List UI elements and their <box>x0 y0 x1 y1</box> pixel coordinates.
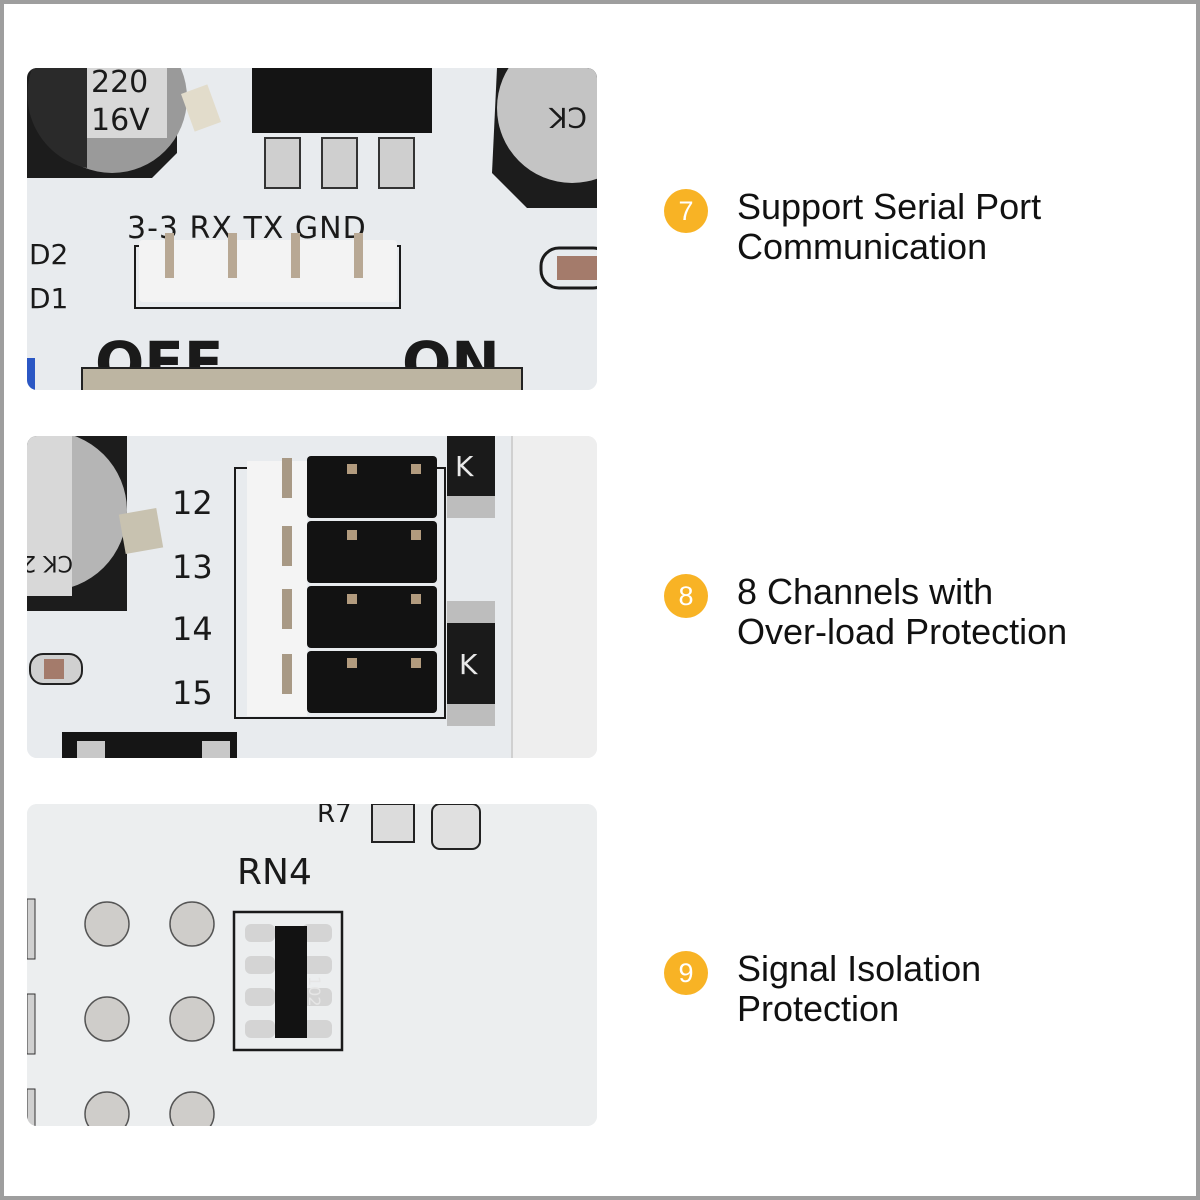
channel-13: 13 <box>172 548 213 586</box>
capacitor-right <box>497 68 597 183</box>
feature-title: 8 Channels with Over-load Protection <box>737 572 1067 652</box>
feature-line-2: Communication <box>737 226 988 267</box>
jumper-4 <box>307 651 437 713</box>
regulator-chip <box>252 68 432 133</box>
white-header <box>247 461 307 716</box>
pin-header <box>139 240 397 302</box>
feature-isolation: 9 Signal Isolation Protection <box>664 949 1164 1029</box>
jumper-2 <box>307 521 437 583</box>
cap-right-text: CK <box>548 101 587 134</box>
photo-isolation: R7 RN4 102 <box>27 804 597 1126</box>
number-badge-9: 9 <box>664 951 708 995</box>
rn4-label: RN4 <box>237 852 312 893</box>
feature-line-1: Support Serial Port <box>737 186 1042 227</box>
feature-line-2: Protection <box>737 988 900 1029</box>
d1-label: D1 <box>29 282 68 315</box>
fuse-1-label: K <box>455 450 474 483</box>
cap-value: 220 <box>91 68 148 100</box>
feature-line-2: Over-load Protection <box>737 611 1068 652</box>
channel-14: 14 <box>172 610 213 648</box>
photo-serial-port: 220 16V CK 3-3 RX TX GND D2 D1 <box>27 68 597 390</box>
isolation-illustration: R7 RN4 102 <box>27 804 597 1126</box>
feature-title: Signal Isolation Protection <box>737 949 981 1029</box>
resistor-code: 102 <box>305 976 324 1007</box>
jumper-1 <box>307 456 437 518</box>
channel-12: 12 <box>172 484 213 522</box>
jumper-3 <box>307 586 437 648</box>
channels-illustration: CK 220 16V 12 13 14 15 <box>27 436 597 758</box>
channel-15: 15 <box>172 674 213 712</box>
power-switch <box>81 367 523 390</box>
feature-title: Support Serial Port Communication <box>737 187 1041 267</box>
cap-voltage: 16V <box>91 103 150 138</box>
page: 220 16V CK 3-3 RX TX GND D2 D1 <box>4 4 1196 1196</box>
feature-line-1: 8 Channels with <box>737 571 994 612</box>
feature-line-1: Signal Isolation <box>737 948 982 989</box>
photo-channels: CK 220 16V 12 13 14 15 <box>27 436 597 758</box>
number-badge-7: 7 <box>664 189 708 233</box>
feature-serial-port: 7 Support Serial Port Communication <box>664 187 1164 267</box>
fuse-2-label: K <box>459 648 478 681</box>
fuse-2 <box>447 601 495 726</box>
r7-label: R7 <box>317 804 352 829</box>
resistor-network-chip <box>275 926 307 1038</box>
number-badge-8: 8 <box>664 574 708 618</box>
feature-overload: 8 8 Channels with Over-load Protection <box>664 572 1164 652</box>
cap-text: CK 220 16V <box>27 550 73 575</box>
solder-pads <box>84 901 215 1126</box>
d2-label: D2 <box>29 238 68 271</box>
rn4-outline <box>232 910 344 1052</box>
serial-port-illustration: 220 16V CK 3-3 RX TX GND D2 D1 <box>27 68 597 390</box>
